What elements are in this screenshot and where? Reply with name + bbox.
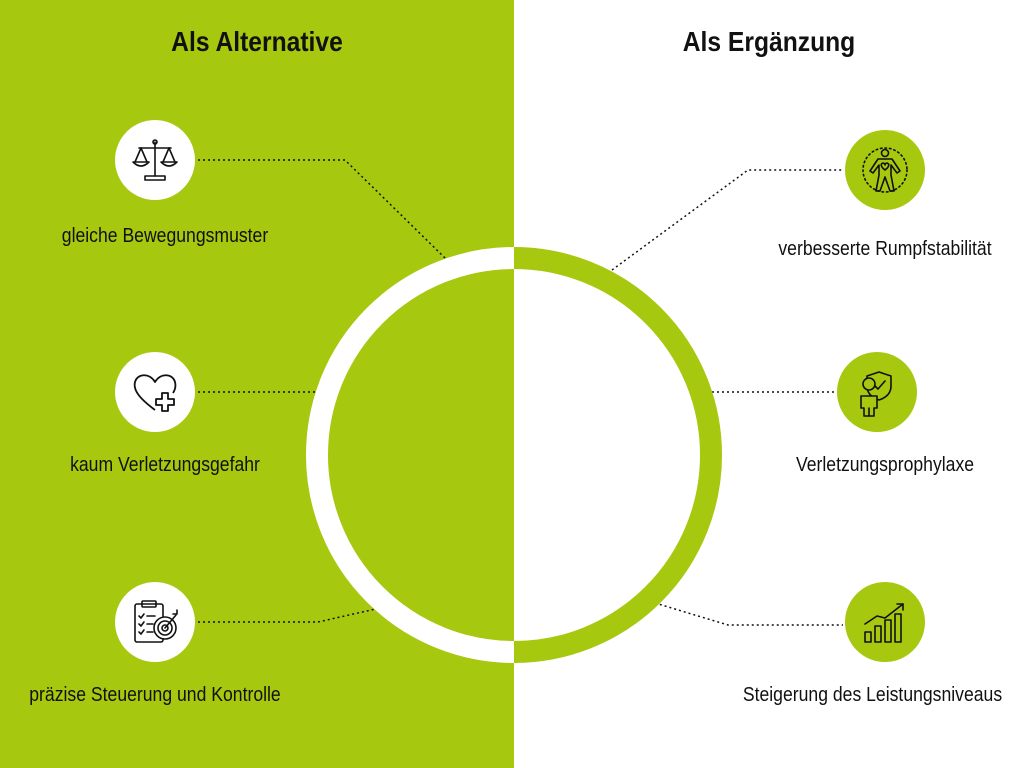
label-performance-increase: Steigerung des Leistungsniveaus bbox=[742, 684, 1003, 706]
heading-alternative: Als Alternative bbox=[171, 26, 343, 57]
connector-left-1 bbox=[198, 159, 446, 259]
heading-complement: Als Ergänzung bbox=[682, 26, 856, 57]
label-core-stability: verbesserte Rumpfstabilität bbox=[778, 238, 992, 260]
body-heart-icon bbox=[845, 130, 925, 210]
label-injury-prevention: Verletzungsprophylaxe bbox=[795, 454, 975, 476]
scale-icon bbox=[115, 120, 195, 200]
label-same-movement: gleiche Bewegungsmuster bbox=[61, 225, 269, 247]
connector-right-1 bbox=[611, 169, 843, 271]
label-low-injury-risk: kaum Verletzungsgefahr bbox=[70, 454, 260, 476]
connector-lines bbox=[198, 159, 843, 626]
growth-chart-icon bbox=[845, 582, 925, 662]
person-shield-icon bbox=[837, 352, 917, 432]
ring-right-half bbox=[513, 247, 722, 663]
label-precise-control: präzise Steuerung und Kontrolle bbox=[29, 684, 281, 706]
heart-plus-icon bbox=[115, 352, 195, 432]
clipboard-target-icon bbox=[115, 582, 195, 662]
connector-left-3 bbox=[198, 607, 381, 623]
connector-right-3 bbox=[654, 602, 843, 626]
ring-left-half bbox=[306, 247, 515, 663]
